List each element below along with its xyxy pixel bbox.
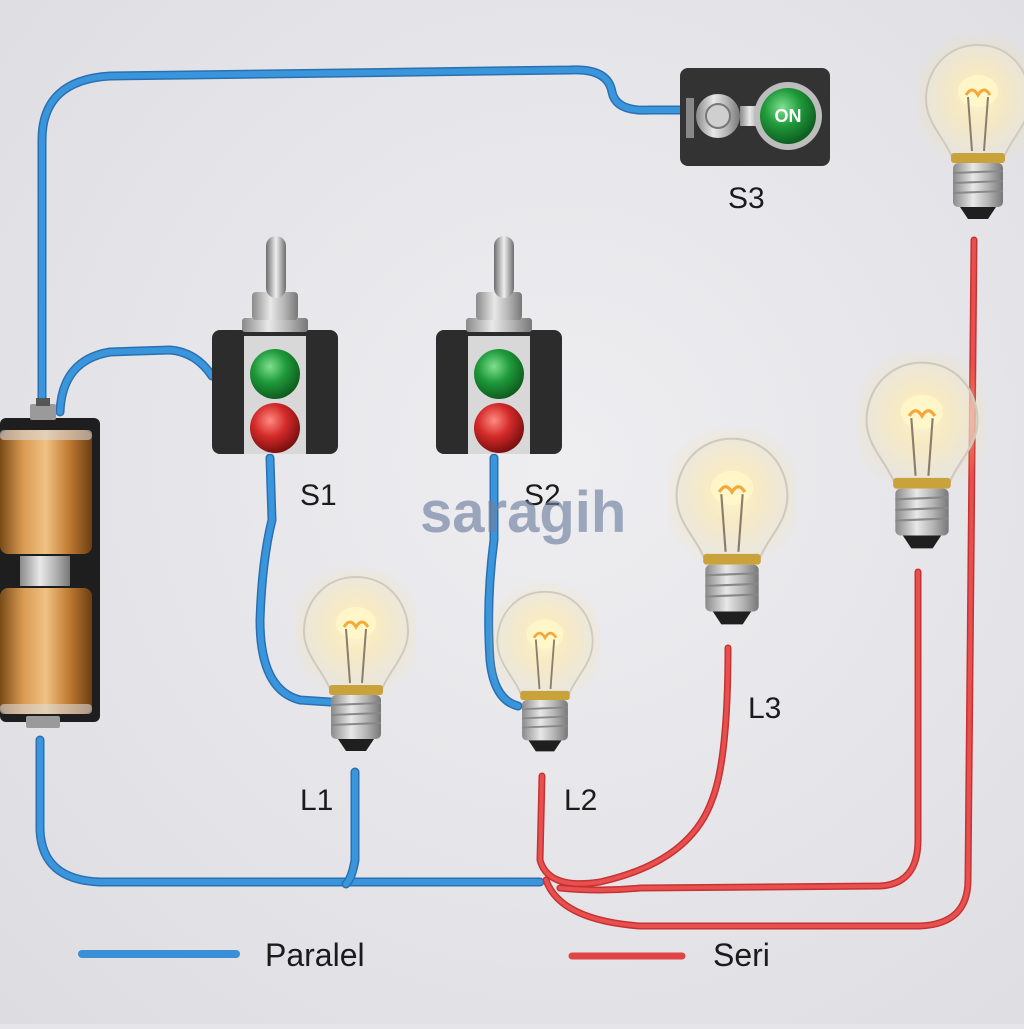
battery-bottom bbox=[0, 588, 92, 714]
lamp-top-right bbox=[918, 34, 1024, 221]
label-s3: S3 bbox=[728, 182, 765, 215]
lamp-l3 bbox=[668, 428, 796, 626]
green-indicator-icon bbox=[250, 349, 300, 399]
blue-wires bbox=[35, 65, 687, 889]
green-indicator-icon bbox=[474, 349, 524, 399]
on-button-text: ON bbox=[775, 106, 802, 126]
red-indicator-icon bbox=[474, 403, 524, 453]
legend-series-label: Seri bbox=[713, 937, 770, 973]
red-wires bbox=[536, 236, 978, 930]
switch-s3[interactable]: ON bbox=[680, 68, 830, 166]
battery-top bbox=[0, 430, 92, 554]
red-indicator-icon bbox=[250, 403, 300, 453]
label-s1: S1 bbox=[300, 479, 337, 512]
switch-s2[interactable] bbox=[436, 236, 562, 454]
lamp-l1 bbox=[296, 568, 416, 753]
label-l3: L3 bbox=[748, 692, 781, 725]
legend: Paralel Seri bbox=[78, 937, 770, 973]
label-s2: S2 bbox=[524, 479, 561, 512]
label-l1: L1 bbox=[300, 784, 333, 817]
wire-return-bus bbox=[35, 735, 545, 887]
wire-to-top-lamp bbox=[542, 236, 978, 930]
legend-parallel-label: Paralel bbox=[265, 937, 365, 973]
label-l2: L2 bbox=[564, 784, 597, 817]
lamp-l2 bbox=[490, 580, 600, 753]
switch-s1[interactable] bbox=[212, 236, 338, 454]
on-button-icon[interactable] bbox=[760, 88, 816, 144]
watermark-text: saragih bbox=[420, 480, 626, 545]
battery-pack bbox=[0, 398, 100, 728]
